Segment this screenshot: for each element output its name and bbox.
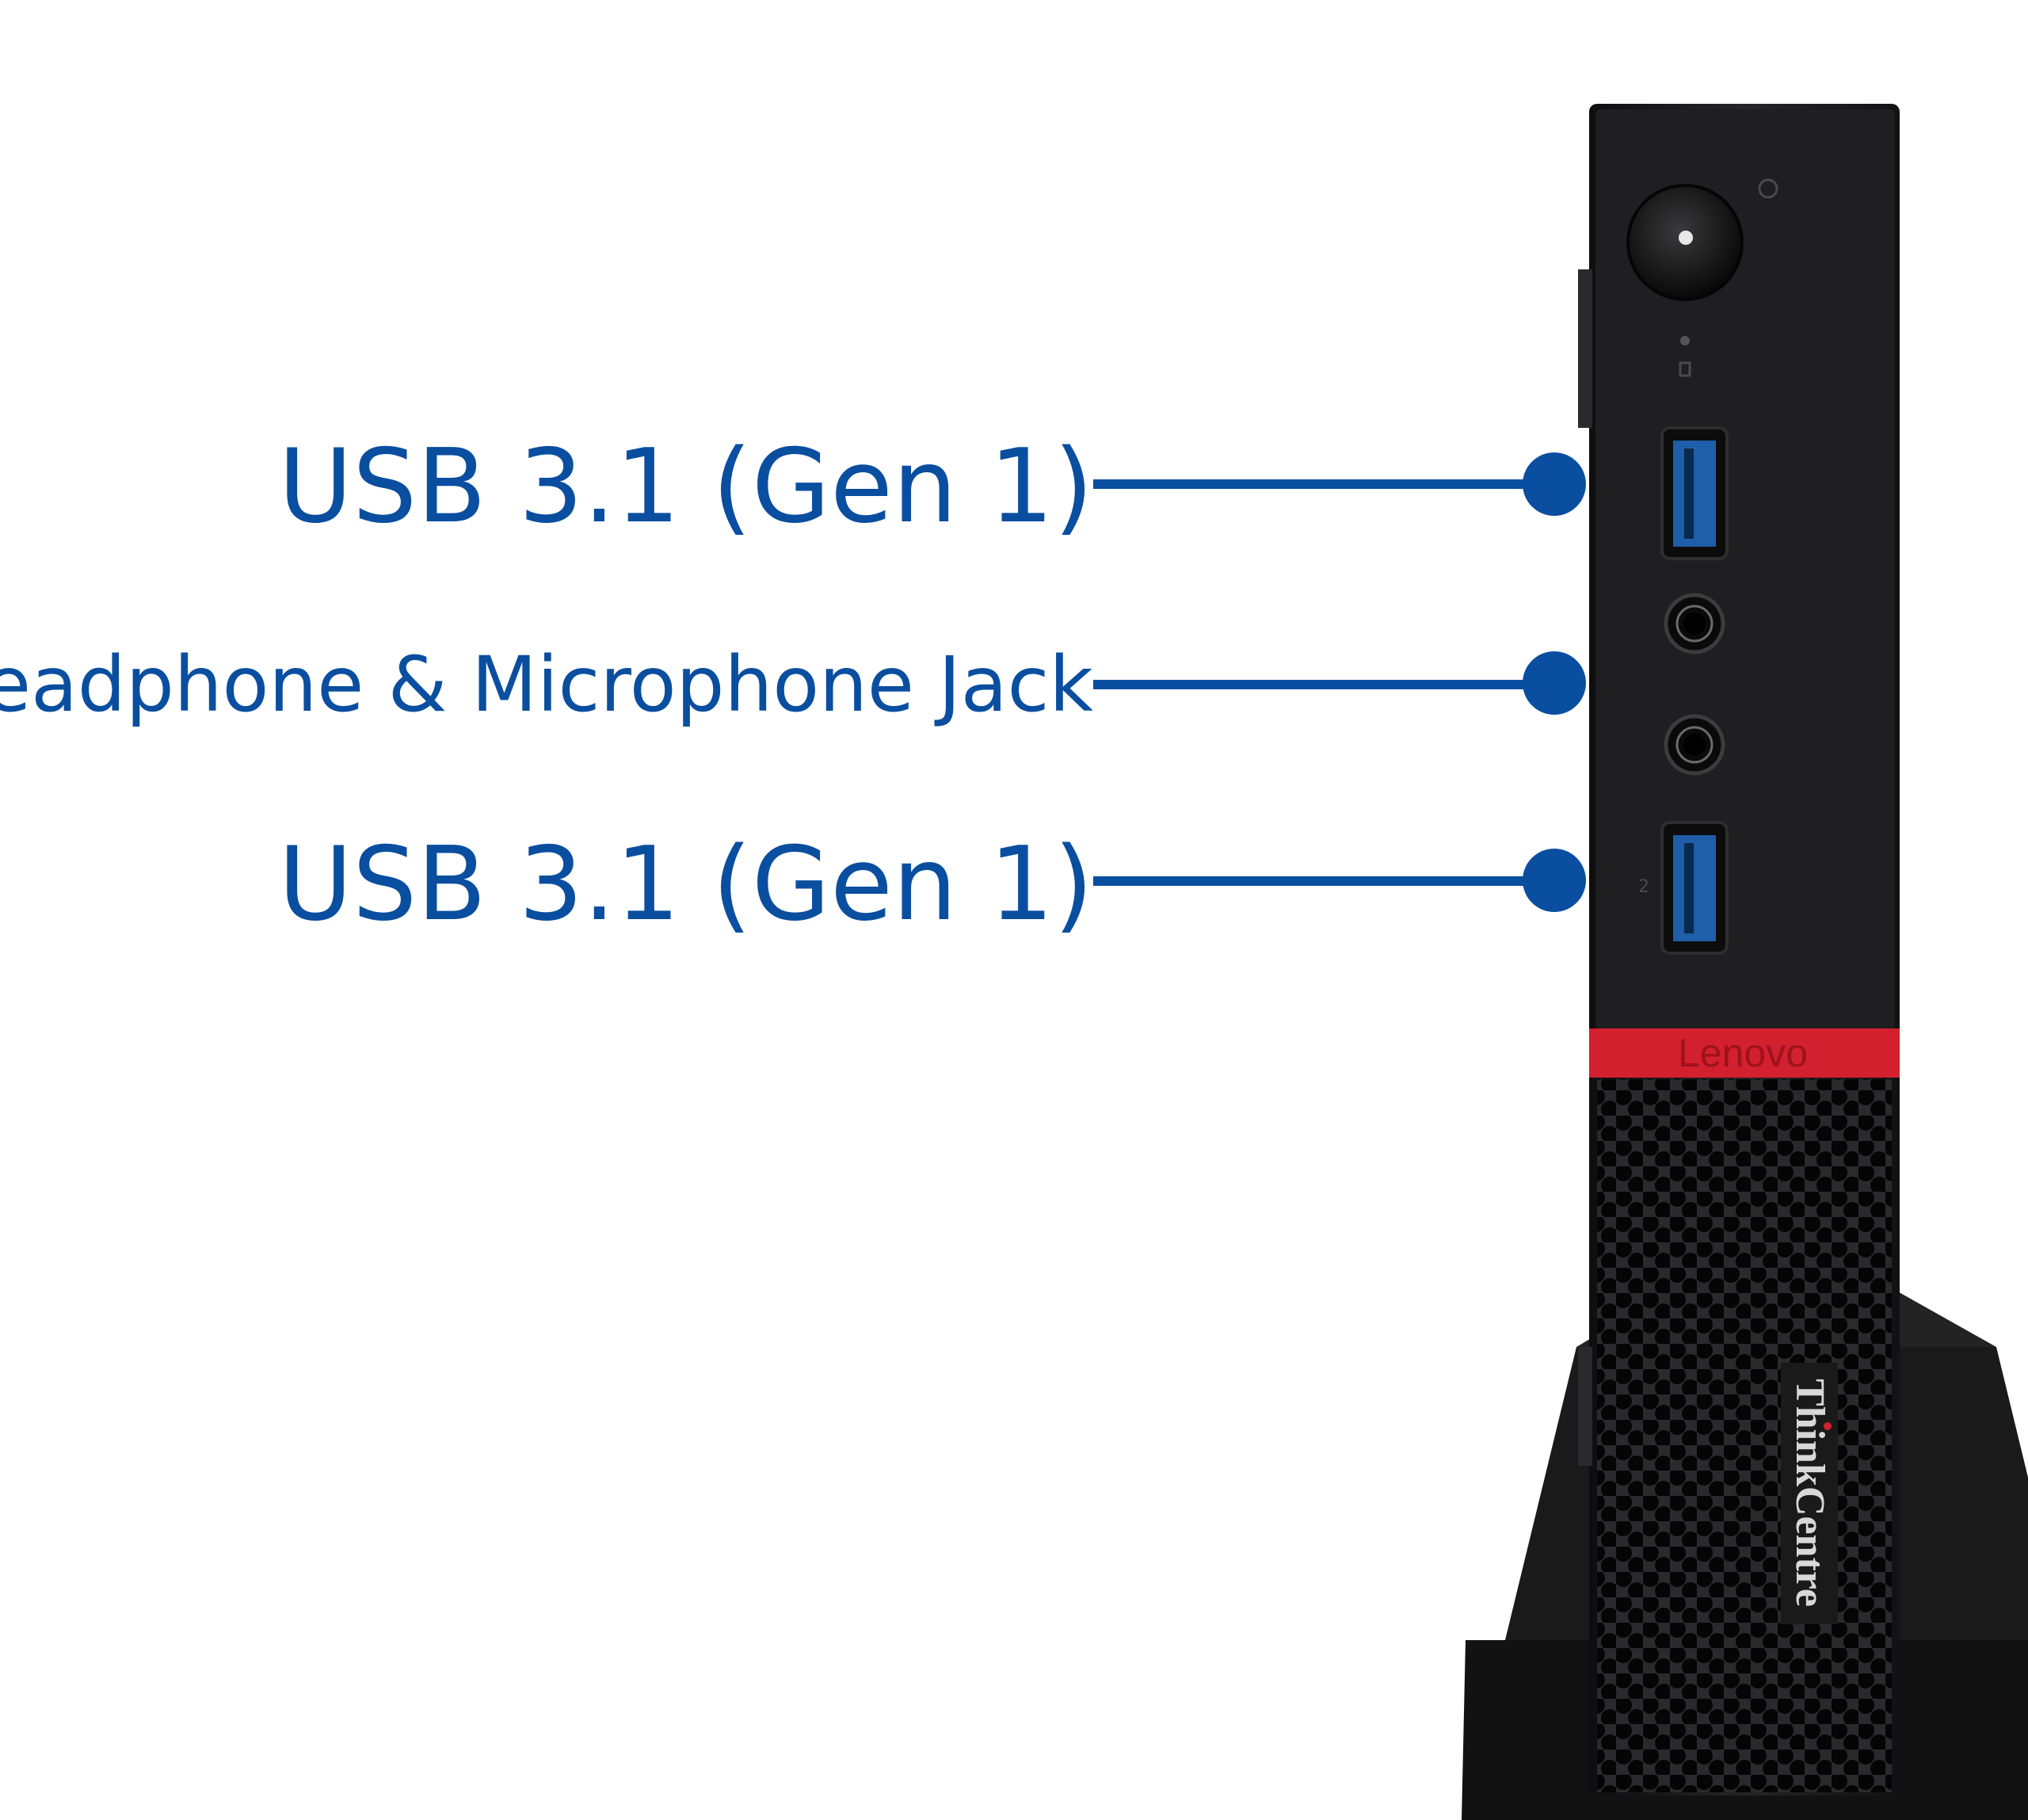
thinkcentre-logo: ThinkCentre xyxy=(1781,1363,1838,1624)
port-number-label: 2 xyxy=(1638,877,1649,897)
svg-text:ThinkCentre: ThinkCentre xyxy=(1787,1379,1832,1607)
lenovo-band: Lenovo xyxy=(1589,1028,1900,1078)
callout-line-audio-jack xyxy=(1093,651,1586,715)
audio-jack-label: Headphone & Microphone Jack xyxy=(0,640,1093,729)
vent-grille xyxy=(1597,1079,1892,1792)
power-symbol-icon xyxy=(1758,178,1778,199)
headphone-jack xyxy=(1664,593,1725,654)
microphone-jack xyxy=(1664,714,1725,776)
usb-top-label: USB 3.1 (Gen 1) xyxy=(278,428,1093,546)
power-led xyxy=(1680,336,1690,345)
usb-bottom-label: USB 3.1 (Gen 1) xyxy=(278,826,1093,944)
callout-line-usb-bottom xyxy=(1093,849,1586,912)
lenovo-logo: Lenovo xyxy=(1678,1031,1808,1075)
usb-port-top xyxy=(1660,426,1729,560)
drive-activity-icon xyxy=(1679,361,1691,377)
usb-port-bottom xyxy=(1660,821,1729,955)
callout-line-usb-top xyxy=(1093,452,1586,516)
power-button xyxy=(1626,184,1744,301)
